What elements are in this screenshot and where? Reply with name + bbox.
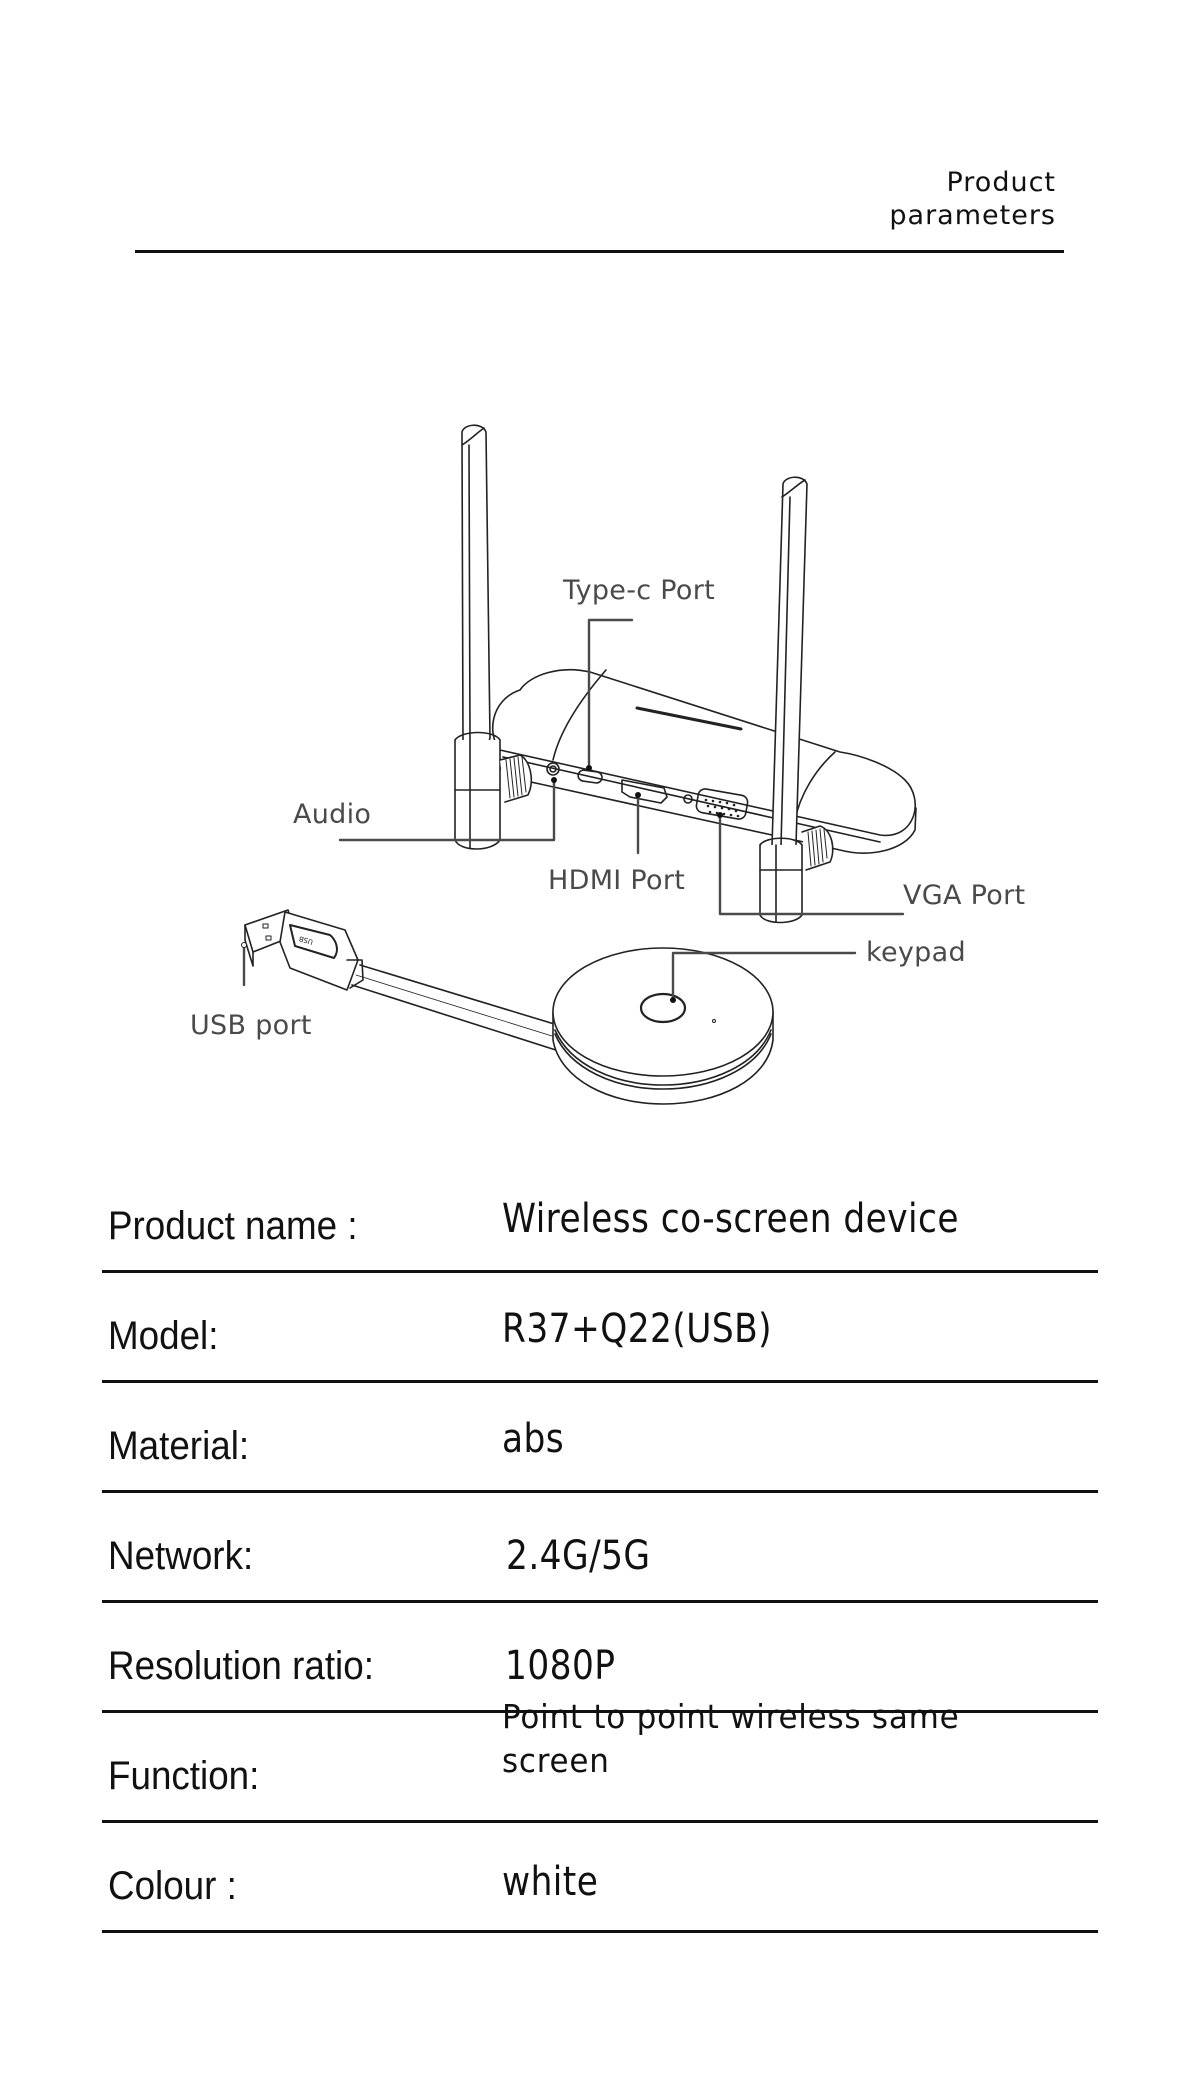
spec-label: Resolution ratio: <box>108 1644 374 1688</box>
receiver-body <box>491 668 917 854</box>
callout-keypad: keypad <box>866 937 966 968</box>
device-line-art: USB <box>241 424 917 1105</box>
callout-usb-port: USB port <box>190 1010 312 1041</box>
callout-vga-port: VGA Port <box>903 880 1026 911</box>
keypad-button <box>639 992 687 1024</box>
section-title-line2: parameters <box>889 200 1056 231</box>
hdmi-port <box>621 779 668 804</box>
spec-label: Product name : <box>108 1204 358 1248</box>
spec-label: Function: <box>108 1754 260 1798</box>
spec-label: Model: <box>108 1314 219 1358</box>
header-divider <box>135 250 1064 253</box>
spec-row-model: Model: R37+Q22(USB) <box>102 1273 1098 1383</box>
spec-row-colour: Colour : white <box>102 1823 1098 1933</box>
callout-audio: Audio <box>293 799 372 830</box>
spec-value: 2.4G/5G <box>506 1533 651 1579</box>
spec-row-product-name: Product name : Wireless co-screen device <box>102 1160 1098 1273</box>
spec-value: Wireless co-screen device <box>502 1196 959 1242</box>
spec-row-material: Material: abs <box>102 1383 1098 1493</box>
spec-value: Point to point wireless same screen <box>502 1697 960 1780</box>
usb-dongle-disc <box>552 947 774 1105</box>
usb-dongle-cable: USB <box>244 909 575 1053</box>
callout-leaders <box>241 618 905 1003</box>
spec-value: white <box>502 1859 599 1905</box>
spec-value: abs <box>502 1416 565 1462</box>
spec-row-function: Function: Point to point wireless same s… <box>102 1697 1098 1823</box>
section-title-line1: Product <box>946 167 1056 198</box>
spec-label: Network: <box>108 1534 254 1578</box>
spec-label: Colour : <box>108 1864 237 1908</box>
usb-plug-label: USB <box>298 934 314 946</box>
right-antenna <box>759 476 834 924</box>
left-antenna <box>454 424 532 850</box>
callout-hdmi-port: HDMI Port <box>548 865 686 896</box>
spec-label: Material: <box>108 1424 250 1468</box>
spec-row-network: Network: 2.4G/5G <box>102 1493 1098 1603</box>
section-title: Product parameters <box>889 166 1056 232</box>
spec-value: R37+Q22(USB) <box>502 1306 772 1352</box>
spec-table: Product name : Wireless co-screen device… <box>102 1160 1098 1933</box>
callout-type-c-port: Type-c Port <box>563 575 716 606</box>
product-diagram: USB <box>190 424 1026 1105</box>
spec-value: 1080P <box>505 1643 616 1689</box>
type-c-port <box>577 769 603 784</box>
spec-row-resolution: Resolution ratio: 1080P <box>102 1603 1098 1713</box>
audio-jack <box>546 762 560 776</box>
